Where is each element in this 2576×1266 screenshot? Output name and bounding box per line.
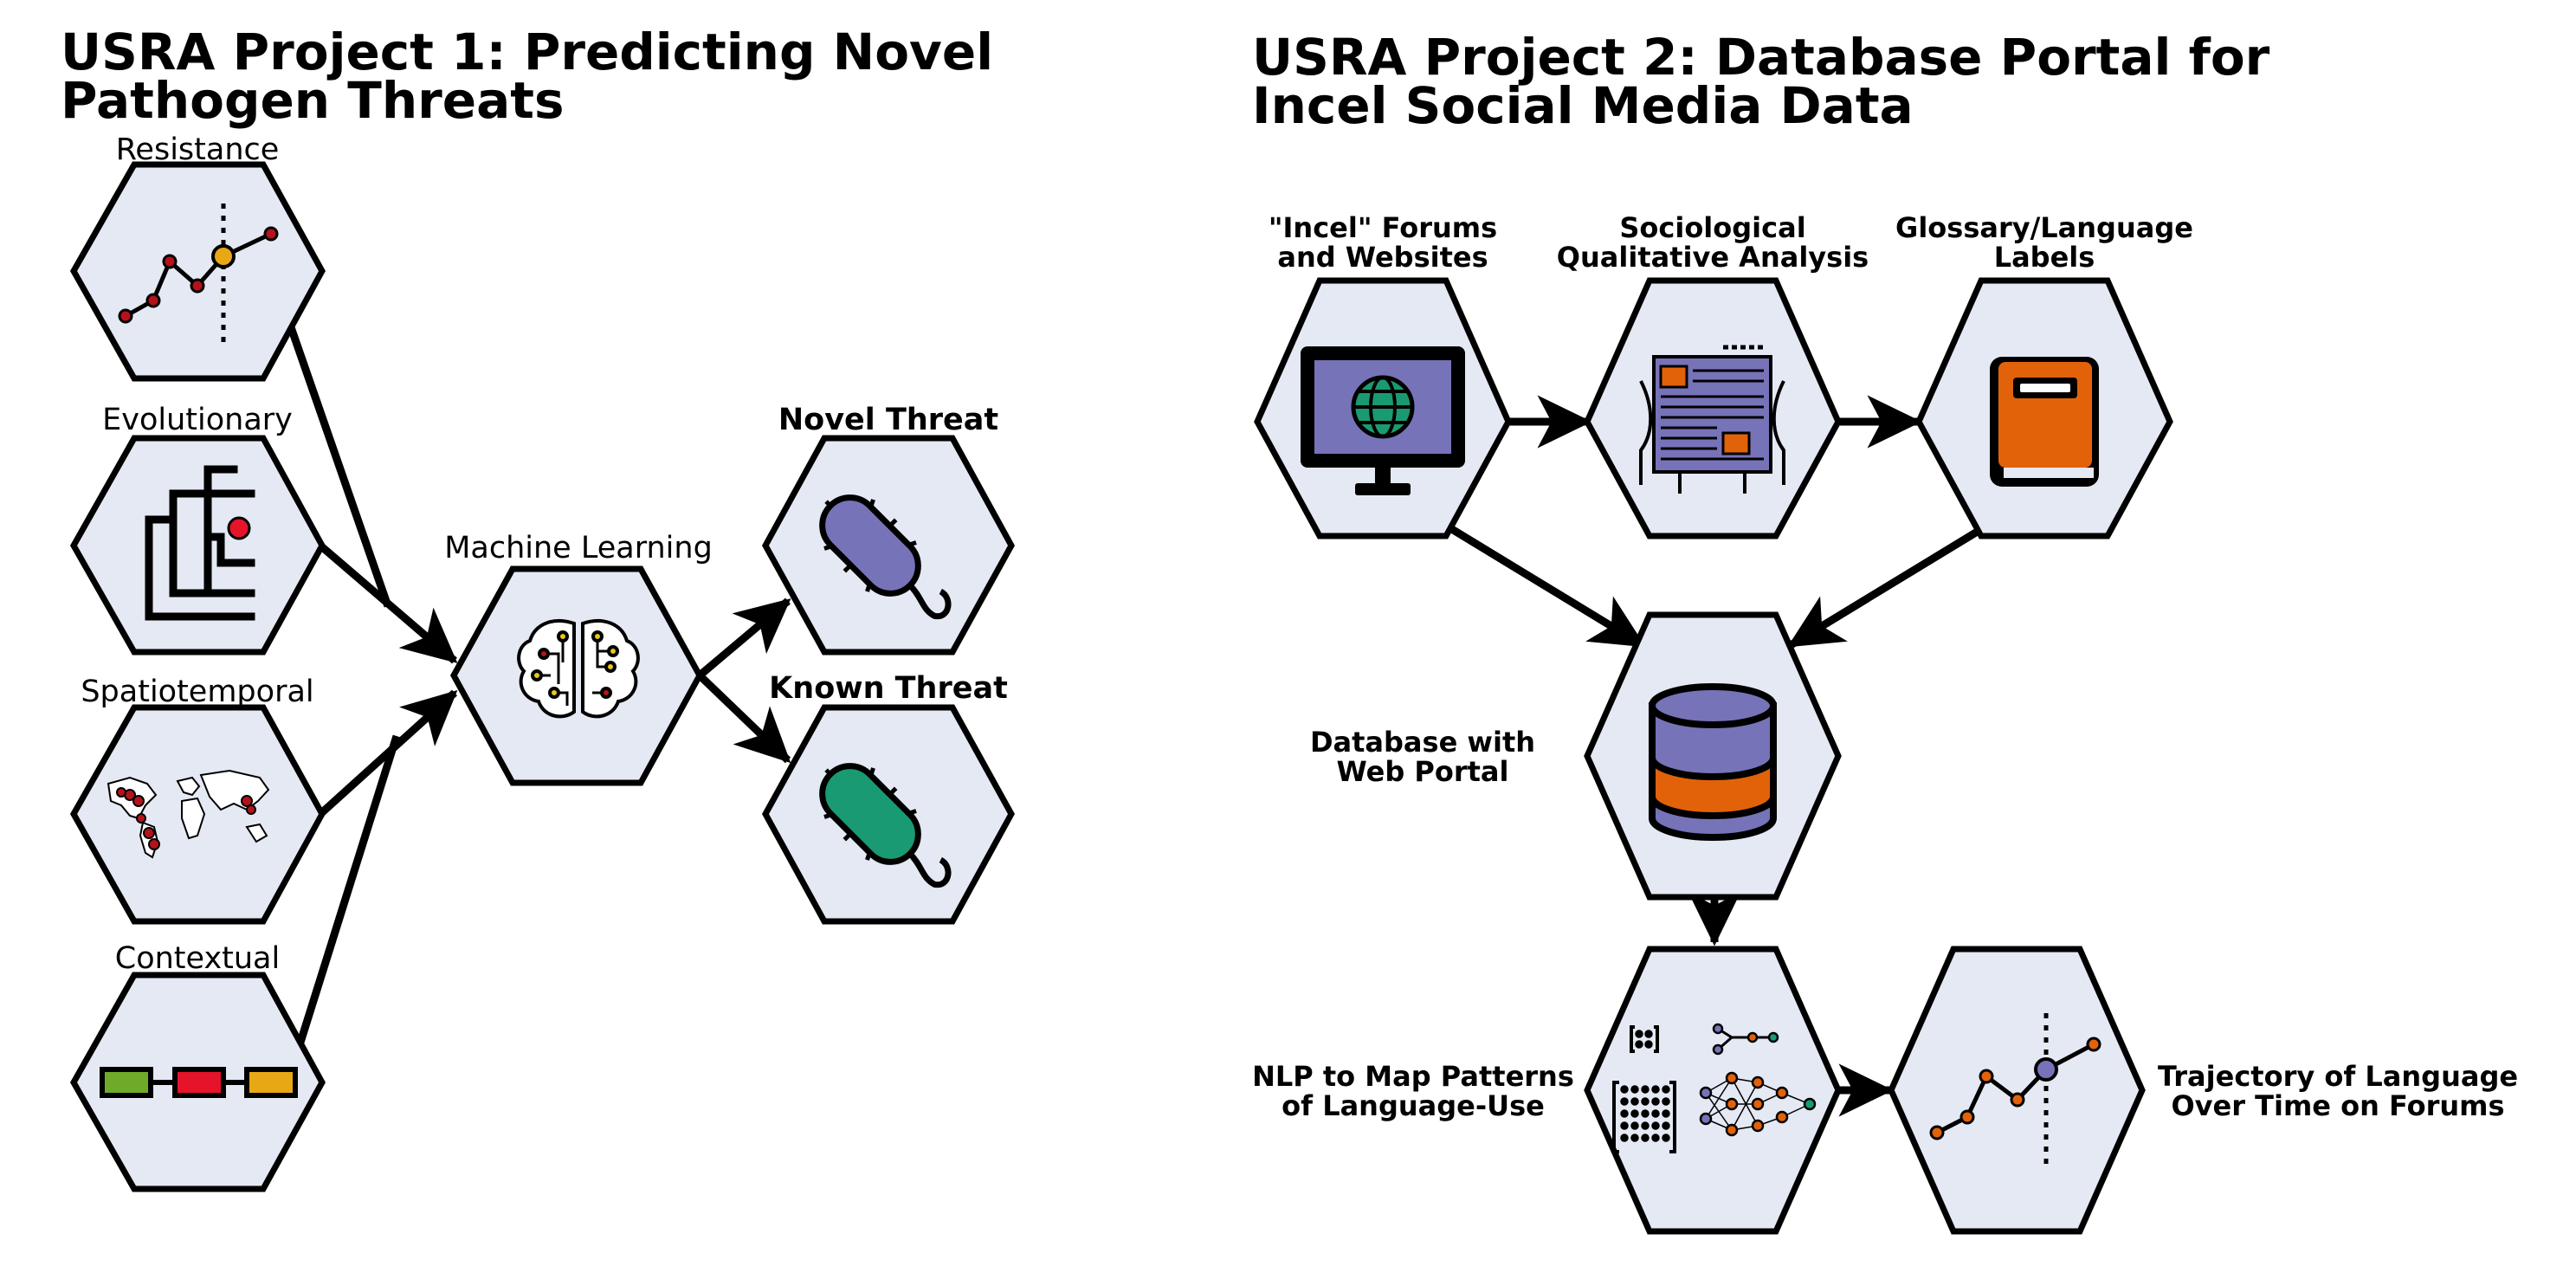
- world-map-icon: [107, 769, 270, 859]
- database-icon: [1649, 683, 1777, 841]
- project2-title-line1: USRA Project 2: Database Portal for: [1252, 28, 2270, 87]
- book-icon: [1990, 357, 2099, 487]
- novel-threat-label: Novel Threat: [778, 403, 998, 437]
- monitor-globe-icon: [1301, 346, 1465, 495]
- nlp-label-line1: NLP to Map Patterns: [1252, 1060, 1574, 1093]
- brain-circuit-icon: [517, 618, 640, 719]
- known-threat-node: Known Threat: [762, 671, 1015, 925]
- contextual-label: Contextual: [115, 941, 280, 976]
- glossary-label-line2: Labels: [1994, 241, 2095, 274]
- neural-network-icon: [1612, 1023, 1817, 1153]
- database-label-line2: Web Portal: [1337, 755, 1509, 788]
- glossary-label-line1: Glossary/Language: [1895, 211, 2193, 244]
- analysis-label-line1: Sociological: [1619, 211, 1805, 244]
- nlp-node: NLP to Map Patterns of Language-Use: [1252, 946, 1842, 1235]
- trajectory-node: Trajectory of Language Over Time on Foru…: [1888, 946, 2518, 1235]
- trajectory-label-line2: Over Time on Forums: [2171, 1089, 2504, 1122]
- project2-title-line2: Incel Social Media Data: [1252, 76, 1914, 135]
- trajectory-label-line1: Trajectory of Language: [2158, 1060, 2518, 1093]
- spatiotemporal-label: Spatiotemporal: [81, 675, 313, 709]
- nlp-label-line2: of Language-Use: [1282, 1089, 1545, 1122]
- project1-title-line1: USRA Project 1: Predicting Novel: [61, 23, 993, 81]
- novel-threat-node: Novel Threat: [762, 403, 1015, 656]
- glossary-node: Glossary/Language Labels: [1895, 211, 2193, 539]
- forums-label-line1: "Incel" Forums: [1269, 211, 1497, 244]
- line-chart-icon: [118, 203, 279, 346]
- resistance-label: Resistance: [116, 132, 280, 167]
- database-node: Database with Web Portal: [1310, 611, 1842, 901]
- evolutionary-node: Evolutionary: [69, 403, 326, 656]
- sequence-blocks-icon: [100, 1067, 298, 1098]
- analysis-label-line2: Qualitative Analysis: [1557, 241, 1869, 274]
- analysis-node: Sociological Qualitative Analysis: [1557, 211, 1869, 539]
- evolutionary-label: Evolutionary: [102, 403, 293, 437]
- project1-title-line2: Pathogen Threats: [61, 71, 564, 130]
- project1-arrows: [286, 323, 791, 1050]
- phylogenetic-tree-icon: [145, 465, 255, 621]
- bacteria-icon: [819, 494, 952, 619]
- newspaper-icon: [1639, 345, 1785, 494]
- forums-node: "Incel" Forums and Websites: [1254, 211, 1512, 539]
- machine-learning-node: Machine Learning: [444, 531, 713, 786]
- machine-learning-label: Machine Learning: [444, 531, 713, 565]
- spatiotemporal-node: Spatiotemporal: [69, 675, 326, 925]
- contextual-node: Contextual: [69, 941, 326, 1192]
- known-threat-label: Known Threat: [769, 671, 1008, 706]
- bacteria-icon: [819, 763, 952, 888]
- project2-arrows: [1448, 395, 1985, 1117]
- forums-label-line2: and Websites: [1277, 241, 1488, 274]
- resistance-node: Resistance: [69, 132, 326, 382]
- database-label-line1: Database with: [1310, 726, 1535, 759]
- line-chart-icon: [1929, 1013, 2101, 1169]
